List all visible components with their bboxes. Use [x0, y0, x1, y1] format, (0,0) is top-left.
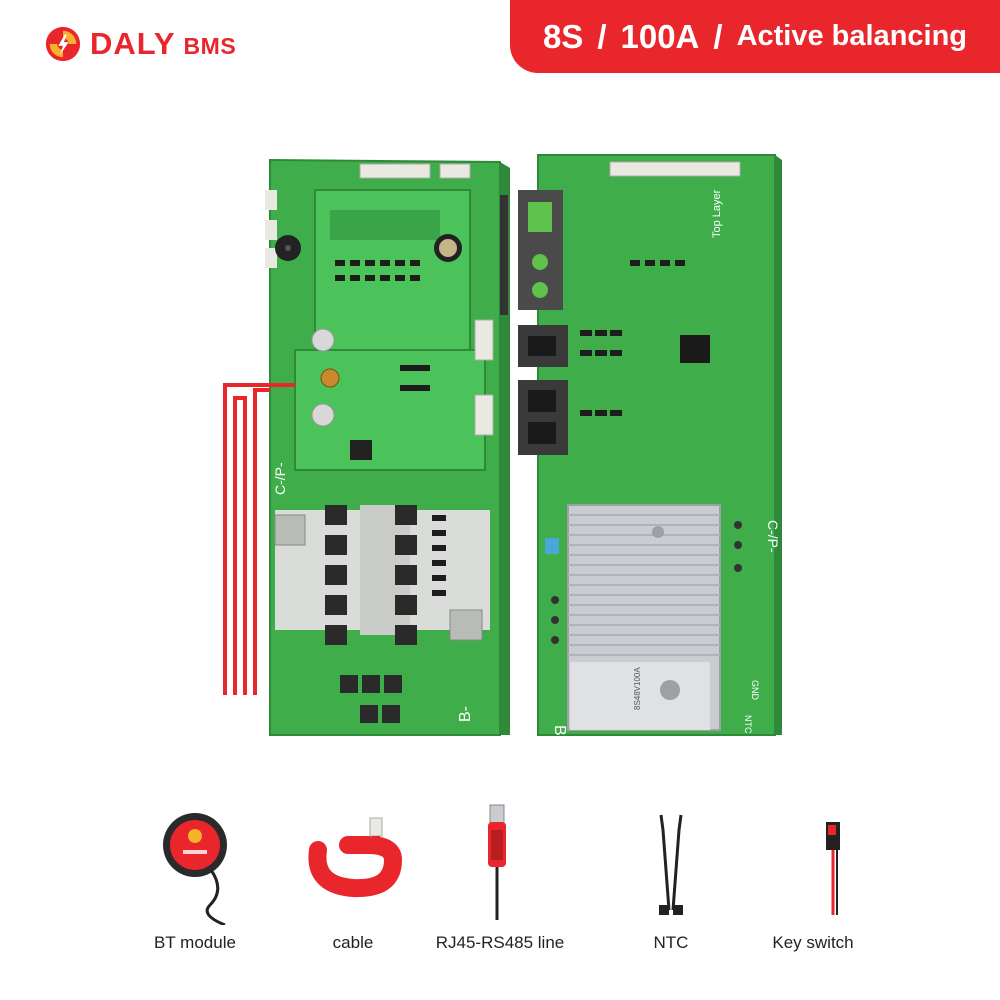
brand-name-main: DALY: [90, 26, 176, 61]
accessory-label-bt: BT module: [154, 933, 236, 952]
accessory-label-cable: cable: [332, 933, 374, 952]
spec-feature: Active balancing: [736, 20, 968, 52]
left-board: C-/P- B-: [223, 158, 510, 736]
accessory-label-ntc: NTC: [653, 933, 689, 952]
spec-banner: 8S / 100A / Active balancing: [510, 0, 1000, 73]
usb-cable-icon: [488, 804, 506, 920]
spec-separator-1: /: [597, 17, 607, 55]
accessory-label-key-switch: Key switch: [772, 933, 854, 952]
spec-cells: 8S: [542, 17, 584, 55]
brand-logo: DALY BMS: [44, 24, 236, 64]
ntc-silk-label: NTC: [743, 715, 753, 734]
ntc-probe-icon: [659, 814, 683, 915]
brand-name-suffix: BMS: [183, 33, 237, 59]
left-polarity-label: C-/P-: [272, 462, 288, 495]
accessory-bt-module: BT module: [120, 800, 270, 980]
top-layer-label: Top Layer: [711, 189, 723, 238]
accessory-usb-cable: RJ45-RS485 line: [425, 800, 575, 980]
right-battery-label: B-: [551, 725, 568, 741]
bms-boards-illustration: C-/P- B-: [223, 154, 782, 741]
spec-separator-2: /: [713, 17, 723, 55]
heatsink-model-label: 8S48V100A: [633, 667, 642, 710]
accessory-key-switch: Key switch: [738, 800, 888, 980]
accessory-cable: cable: [278, 800, 428, 980]
spec-current: 100A: [620, 17, 700, 55]
left-battery-label: B-: [457, 706, 474, 722]
right-board: Top Layer C-/P- B- GND NTC 8S48V100: [518, 154, 782, 741]
bt-module-icon: [163, 813, 227, 925]
brand-name: DALY BMS: [90, 26, 236, 62]
accessory-ntc: NTC: [596, 800, 746, 980]
accessory-label-usb: RJ45-RS485 line: [435, 933, 565, 952]
key-switch-icon: [826, 822, 840, 915]
bms-product-image: C-/P- B-: [200, 150, 800, 760]
cable-icon: [308, 817, 403, 898]
right-polarity-label: C-/P-: [765, 520, 781, 553]
daly-logo-icon: [45, 26, 81, 62]
gnd-label: GND: [750, 680, 760, 701]
